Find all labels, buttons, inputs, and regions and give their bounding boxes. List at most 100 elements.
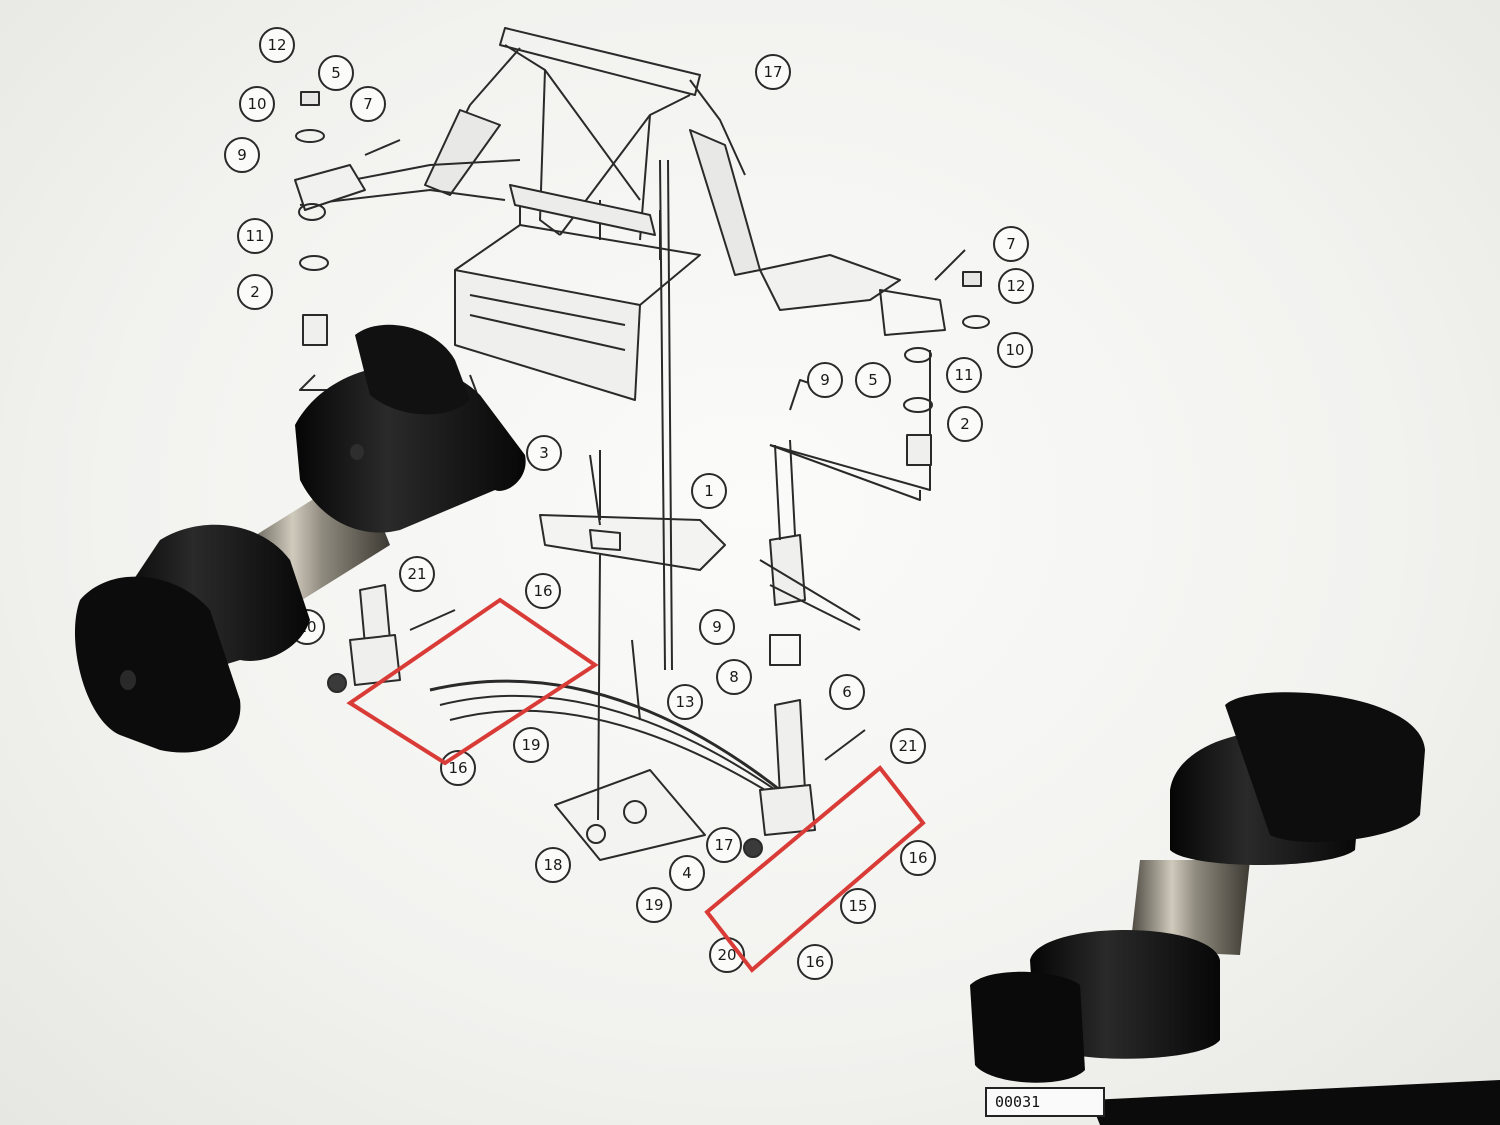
callout-number: 4 xyxy=(682,864,692,882)
callout-number: 9 xyxy=(820,371,830,389)
callout-circle xyxy=(513,727,549,763)
callout-c5b: 5 xyxy=(855,362,891,398)
callout-circle xyxy=(997,332,1033,368)
callout-c10a: 10 xyxy=(239,86,275,122)
callout-circle xyxy=(350,86,386,122)
callout-circle xyxy=(797,944,833,980)
callout-c21a: 21 xyxy=(399,556,435,592)
callout-c5a: 5 xyxy=(318,55,354,91)
callout-number: 21 xyxy=(898,737,917,755)
callout-c6: 6 xyxy=(829,674,865,710)
callout-c9c: 9 xyxy=(699,609,735,645)
callout-c3: 3 xyxy=(526,435,562,471)
callout-c16b: 16 xyxy=(440,750,476,786)
callout-circle xyxy=(636,887,672,923)
callout-c16d: 16 xyxy=(797,944,833,980)
callout-c17b: 17 xyxy=(706,827,742,863)
callout-circle xyxy=(755,54,791,90)
callout-c19a: 19 xyxy=(513,727,549,763)
bushing-upper-left xyxy=(74,324,526,753)
callout-number: 17 xyxy=(763,63,782,81)
callout-c2b: 2 xyxy=(947,406,983,442)
callout-number: 20 xyxy=(717,946,736,964)
callout-number: 21 xyxy=(407,565,426,583)
callout-c19b: 19 xyxy=(636,887,672,923)
callout-number: 2 xyxy=(960,415,970,433)
callout-number: 1 xyxy=(704,482,714,500)
callout-c17a: 17 xyxy=(755,54,791,90)
callout-circle xyxy=(526,435,562,471)
callout-circle xyxy=(890,728,926,764)
callout-circle xyxy=(237,218,273,254)
callout-circle xyxy=(237,274,273,310)
frame-line-art xyxy=(294,27,990,861)
highlight-box-left xyxy=(346,597,599,766)
callout-circle xyxy=(855,362,891,398)
callout-c10b: 10 xyxy=(997,332,1033,368)
callout-number: 9 xyxy=(712,618,722,636)
callout-number: 16 xyxy=(908,849,927,867)
callout-circle xyxy=(947,406,983,442)
callout-c8: 8 xyxy=(716,659,752,695)
callout-c12b: 12 xyxy=(998,268,1034,304)
callout-number: 5 xyxy=(868,371,878,389)
callout-circle xyxy=(318,55,354,91)
callout-number: 10 xyxy=(1005,341,1024,359)
callout-circle xyxy=(829,674,865,710)
callout-number: 6 xyxy=(842,683,852,701)
callout-number: 7 xyxy=(363,95,373,113)
callout-number: 19 xyxy=(521,736,540,754)
callout-c9b: 9 xyxy=(807,362,843,398)
callout-number: 9 xyxy=(237,146,247,164)
callout-number: 7 xyxy=(1006,235,1016,253)
callout-circle xyxy=(807,362,843,398)
callout-number: 19 xyxy=(644,896,663,914)
callout-circle xyxy=(993,226,1029,262)
callout-number: 13 xyxy=(675,693,694,711)
callout-number: 10 xyxy=(247,95,266,113)
callout-circle xyxy=(259,27,295,63)
callout-number: 12 xyxy=(1006,277,1025,295)
callout-circle xyxy=(998,268,1034,304)
callout-circle xyxy=(900,840,936,876)
callout-number: 18 xyxy=(543,856,562,874)
callout-c7a: 7 xyxy=(350,86,386,122)
callout-circle xyxy=(716,659,752,695)
callout-circle xyxy=(525,573,561,609)
callout-c2a: 2 xyxy=(237,274,273,310)
callout-c12a: 12 xyxy=(259,27,295,63)
callout-c15: 15 xyxy=(840,888,876,924)
callout-c16c: 16 xyxy=(900,840,936,876)
callout-number: 16 xyxy=(448,759,467,777)
callout-circle xyxy=(946,357,982,393)
callout-circle xyxy=(840,888,876,924)
callout-c9a: 9 xyxy=(224,137,260,173)
callout-number: 5 xyxy=(331,64,341,82)
callout-c13: 13 xyxy=(667,684,703,720)
callout-c21b: 21 xyxy=(890,728,926,764)
callout-c11b: 11 xyxy=(946,357,982,393)
callout-number: 15 xyxy=(848,897,867,915)
callout-circle xyxy=(706,827,742,863)
callout-circle xyxy=(239,86,275,122)
callout-circle xyxy=(669,855,705,891)
callout-c11a: 11 xyxy=(237,218,273,254)
callout-number: 16 xyxy=(533,582,552,600)
callout-number: 2 xyxy=(250,283,260,301)
highlight-boxes xyxy=(346,597,926,973)
callout-number: 3 xyxy=(539,444,549,462)
callout-circle xyxy=(691,473,727,509)
callout-number: 11 xyxy=(954,366,973,384)
callout-circle xyxy=(224,137,260,173)
callout-labels: 12 5 7 10 9 11 2 17 7 12 10 9 5 11 2 3 1 21 16 9 8 13 6 21 19 16 1… xyxy=(224,27,1034,980)
callout-circle xyxy=(667,684,703,720)
callout-number: 16 xyxy=(805,953,824,971)
callout-number: 11 xyxy=(245,227,264,245)
callout-circle xyxy=(699,609,735,645)
bushing-lower-right xyxy=(970,692,1500,1125)
callout-circle xyxy=(535,847,571,883)
callout-c7b: 7 xyxy=(993,226,1029,262)
callout-number: 17 xyxy=(714,836,733,854)
